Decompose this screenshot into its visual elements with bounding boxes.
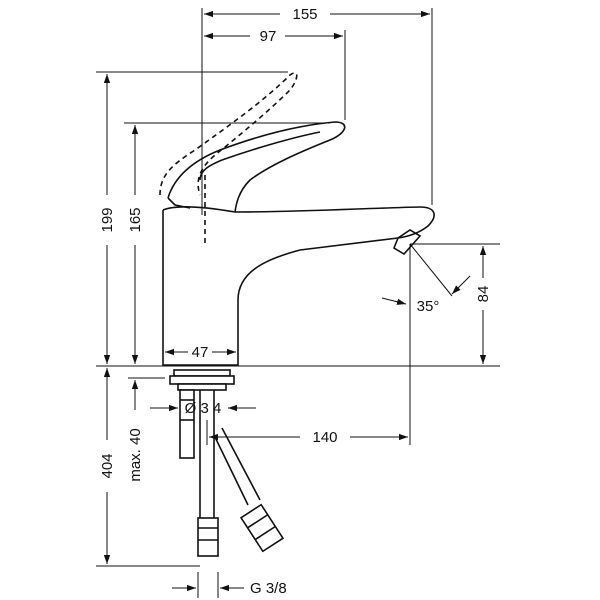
dim-height-lever-open: 199 (99, 207, 116, 232)
dim-total-width: 155 (292, 6, 317, 23)
dim-connection-thread: G 3/8 (250, 580, 287, 597)
faucet-body (159, 72, 435, 557)
extension-lines (96, 8, 500, 598)
dim-lever-reach: 97 (260, 28, 277, 45)
dim-spout-angle: 35° (417, 298, 440, 315)
dim-spout-reach: 140 (312, 429, 337, 446)
dim-spout-height: 84 (475, 286, 492, 303)
dim-hole-diameter: Ø 3 4 (185, 400, 222, 417)
dim-max-thickness: max. 40 (127, 428, 144, 481)
dim-height-lever-closed: 165 (127, 207, 144, 232)
dimension-lines (103, 10, 487, 592)
dim-base-diameter: 47 (192, 344, 209, 361)
dim-hose-length: 404 (99, 453, 116, 478)
dimension-labels: 155 97 199 165 47 84 35° Ø 3 4 140 404 m… (99, 6, 492, 597)
